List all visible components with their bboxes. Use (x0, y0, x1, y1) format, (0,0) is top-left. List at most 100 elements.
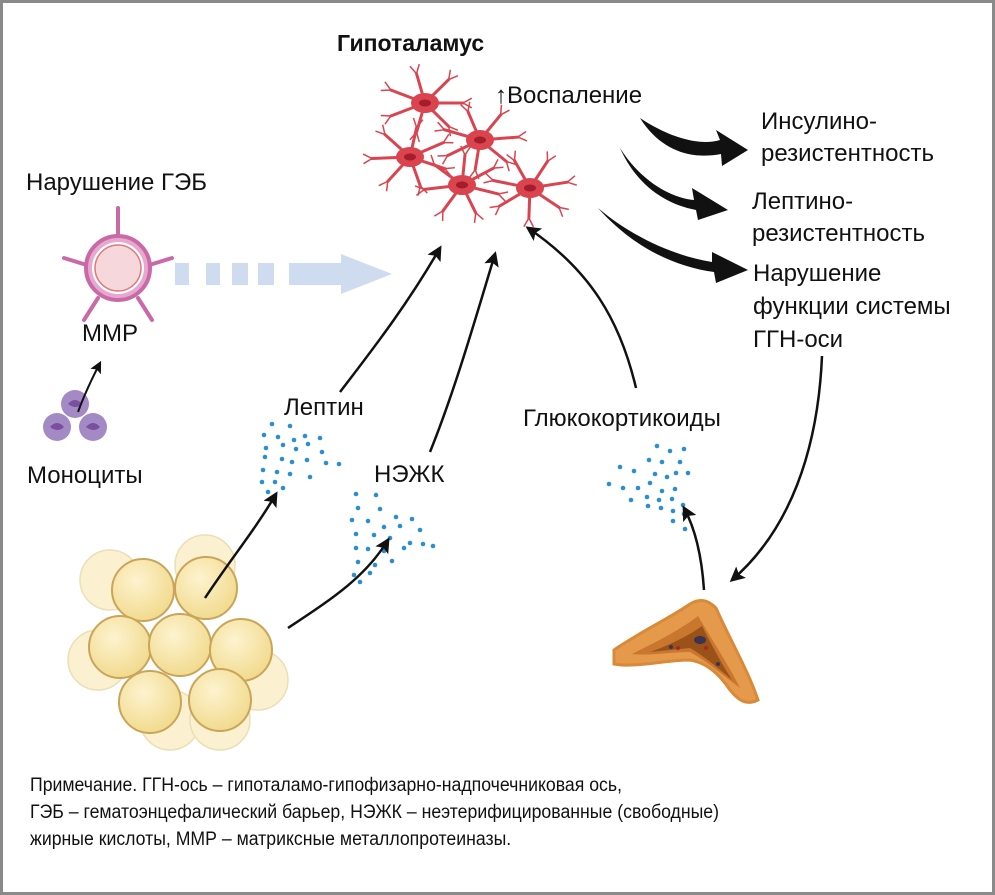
molecule-dot (275, 434, 281, 440)
molecule-dot (263, 445, 269, 451)
molecule-dot (652, 471, 658, 477)
molecule-dot (389, 558, 395, 564)
molecule-dot (323, 460, 329, 466)
molecule-dot (365, 518, 371, 524)
molecule-dot (672, 486, 678, 492)
molecule-dot (682, 526, 688, 532)
molecule-dot (656, 497, 662, 503)
molecule-dot (420, 541, 426, 547)
molecule-dot (367, 570, 373, 576)
molecule-dot (287, 423, 293, 429)
molecule-dot (667, 448, 673, 454)
molecule-dot (620, 485, 626, 491)
molecule-dot (269, 421, 275, 427)
molecule-dot (287, 471, 293, 477)
glucocorticoids-to-hypothalamus-arrow (525, 226, 638, 389)
molecule-dot (289, 459, 295, 465)
molecule-dot (685, 470, 691, 476)
neuron-icon (414, 145, 509, 223)
to-insulin-resistance-arrow (640, 118, 748, 166)
molecule-dot (336, 461, 342, 467)
molecule-dot (647, 480, 653, 486)
molecule-dot (669, 496, 675, 502)
hypothalamus-neurons-icon (362, 63, 578, 228)
hpa-to-adrenal-arrow (729, 355, 824, 582)
molecule-dot (397, 523, 403, 529)
monocyte-to-mmp-arrow (77, 360, 102, 413)
molecule-dot (631, 468, 637, 474)
molecule-dot (680, 502, 686, 508)
fat-cell (88, 615, 152, 679)
monocytes-label: Моноциты (27, 462, 143, 489)
molecule-dot (606, 481, 612, 487)
molecule-dot (628, 497, 634, 503)
molecule-dot (673, 470, 679, 476)
inflammation-label: ↑Воспаление (495, 82, 643, 109)
mmp-label: ММР (82, 320, 138, 347)
molecule-dot (353, 545, 359, 551)
molecule-dot (670, 508, 676, 514)
figure-note: Примечание. ГГН-ось – гипоталамо-гипофиз… (30, 772, 719, 853)
molecule-dot (659, 488, 665, 494)
molecule-dot (681, 446, 687, 452)
neuron-icon (434, 101, 528, 180)
molecule-dot (654, 443, 660, 449)
molecule-dot (365, 546, 371, 552)
molecule-dot (373, 492, 379, 498)
hpa-dysfunction-label-2: функции системы (753, 293, 951, 320)
hypothalamus-title: Гипоталамус (337, 30, 485, 56)
molecule-dot (304, 457, 310, 463)
molecule-dot (259, 479, 265, 485)
to-hpa-dysfunction-arrow (598, 208, 748, 283)
molecule-dot (279, 456, 285, 462)
molecule-dot (353, 531, 359, 537)
molecule-dot (351, 572, 357, 578)
molecule-dot (272, 479, 278, 485)
molecule-dot (305, 441, 311, 447)
molecule-dot (280, 442, 286, 448)
molecule-dot (293, 446, 299, 452)
molecule-dot (645, 503, 651, 509)
neuron-icon (380, 63, 473, 143)
molecule-dot (355, 505, 361, 511)
molecule-dot (355, 559, 361, 565)
note-line: Примечание. ГГН-ось – гипоталамо-гипофиз… (30, 775, 622, 796)
molecule-dot (353, 491, 359, 497)
bbb-disruption-label: Нарушение ГЭБ (26, 169, 208, 196)
insulin-resistance-label-1: Инсулино- (761, 108, 877, 135)
blood-vessel-icon (62, 206, 174, 322)
leptin-to-hypothalamus-arrow (339, 245, 442, 393)
molecule-dot (262, 454, 268, 460)
fat-to-nefa-arrow (287, 537, 390, 630)
fat-cell (148, 613, 212, 677)
molecule-dot (317, 435, 323, 441)
molecule-dot (401, 545, 407, 551)
molecule-dot (381, 524, 387, 530)
molecule-dot (307, 474, 313, 480)
molecule-dot (261, 432, 267, 438)
molecule-dot (646, 457, 652, 463)
leptin-label: Лептин (284, 394, 364, 421)
molecule-dot (357, 579, 363, 585)
molecule-dot (409, 516, 415, 522)
molecule-dot (664, 474, 670, 480)
molecule-dot (635, 485, 641, 491)
leptin-dots (259, 421, 342, 495)
molecule-dot (659, 459, 665, 465)
molecule-dot (430, 543, 436, 549)
insulin-resistance-label-2: резистентность (761, 140, 934, 167)
fat-to-leptin-arrow (203, 491, 278, 599)
molecule-dot (319, 449, 325, 455)
molecule-dot (670, 518, 676, 524)
neuron-icon (483, 150, 578, 228)
glucocorticoid-dots (606, 443, 691, 532)
molecule-dot (644, 494, 650, 500)
monocytes-icon (43, 390, 107, 441)
adrenal-to-glucocorticoids-arrow (682, 505, 706, 591)
molecule-dot (274, 469, 280, 475)
molecule-dot (677, 459, 683, 465)
note-line: ГЭБ – гематоэнцефалический барьер, НЭЖК … (30, 802, 720, 823)
outcome-arrows (598, 118, 748, 283)
nefa-label: НЭЖК (374, 461, 445, 488)
